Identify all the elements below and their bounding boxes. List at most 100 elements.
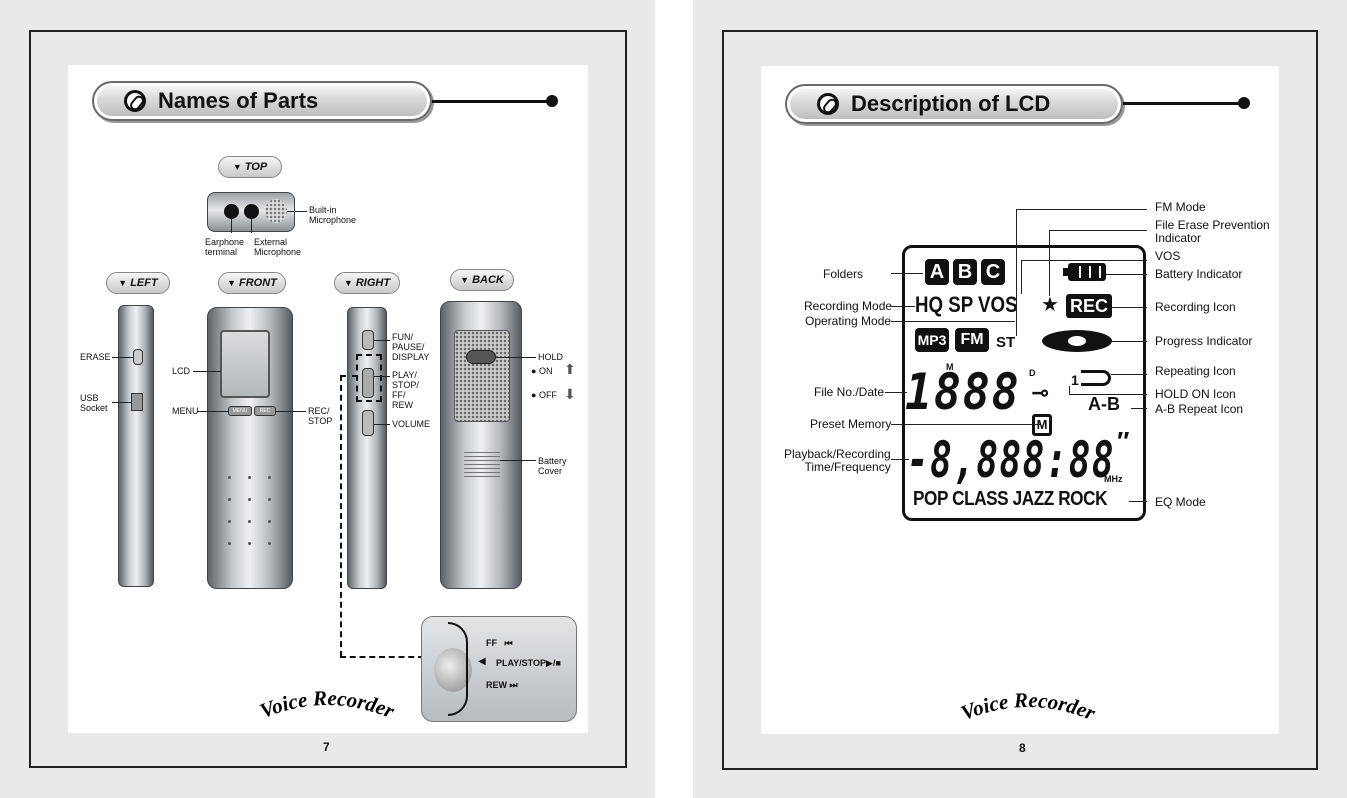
leader-vos-h <box>1021 260 1147 261</box>
ext-mic-label: External Microphone <box>254 237 302 257</box>
volume-rocker-shape <box>362 410 374 436</box>
down-arrow-icon: ▼ <box>118 278 128 288</box>
usb-label: USB Socket <box>80 393 108 413</box>
mic-jack-icon <box>244 204 259 219</box>
battery-cover-vent <box>464 452 500 478</box>
leader-battery <box>500 460 536 461</box>
leader-rec-stop <box>276 411 306 412</box>
leader-lcd <box>193 371 221 372</box>
rec-stop-label: REC/ STOP <box>308 406 333 426</box>
voice-recorder-script-text: Voice Recorder <box>957 688 1099 726</box>
leader-usb <box>112 402 132 403</box>
view-tag-right: ▼RIGHT <box>334 272 400 294</box>
rec-icon: REC <box>1066 294 1112 318</box>
fun-label: FUN/ PAUSE/ DISPLAY <box>392 332 430 362</box>
callout-fm-mode: FM Mode <box>1155 200 1206 214</box>
leader-battery <box>1106 274 1147 275</box>
leader-file-no <box>885 392 907 393</box>
folder-b-icon: B <box>953 259 977 285</box>
erase-label: ERASE <box>80 352 111 362</box>
view-tag-front: ▼FRONT <box>218 272 286 294</box>
repeat-one-label: 1 <box>1071 372 1079 388</box>
leader-file-erase-h <box>1049 230 1147 231</box>
leader-progress <box>1112 341 1147 342</box>
callout-hold-on: HOLD ON Icon <box>1155 387 1236 401</box>
page-gap <box>655 0 693 798</box>
leader-ab <box>1131 408 1147 409</box>
earphone-label: Earphone terminal <box>205 237 245 257</box>
right-page-title-text: Description of LCD <box>851 91 1051 116</box>
leader-playback <box>891 459 909 460</box>
callout-preset: Preset Memory <box>810 417 892 431</box>
callout-repeating: Repeating Icon <box>1155 364 1236 378</box>
view-tag-left-label: LEFT <box>130 277 158 289</box>
callout-dashed-box <box>356 354 382 402</box>
leader-earphone <box>231 219 232 233</box>
ab-repeat-text: A-B <box>1088 394 1120 414</box>
leader-rec-icon <box>1112 307 1147 308</box>
on-label: ● ON <box>531 366 553 376</box>
off-label: ● OFF <box>531 390 557 400</box>
brand-logo-icon <box>124 90 146 112</box>
voice-recorder-script-path: Voice Recorder <box>957 688 1099 726</box>
leader-erase <box>112 357 134 358</box>
view-tag-front-label: FRONT <box>239 277 277 289</box>
callout-eq-mode: EQ Mode <box>1155 495 1206 509</box>
title-rule-dot <box>546 95 558 107</box>
callout-rec-mode: Recording Mode <box>804 299 893 313</box>
folder-c-icon: C <box>981 259 1005 285</box>
back-grille <box>454 330 510 422</box>
callout-route-vertical <box>340 375 342 657</box>
title-rule <box>432 100 550 103</box>
left-side-device <box>118 305 154 587</box>
left-page-title: Names of Parts <box>92 81 432 121</box>
play-label: PLAY/ STOP/ FF/ REW <box>392 370 419 410</box>
callout-ab-repeat: A-B Repeat Icon <box>1155 402 1244 416</box>
leader-hold-on-v <box>1069 386 1070 394</box>
progress-indicator-hole <box>1068 336 1086 346</box>
leader-repeat <box>1111 374 1147 375</box>
skip-back-icon: ⏮ <box>504 638 513 648</box>
menu-label: MENU <box>172 406 199 416</box>
time-digits: -8,888:88 <box>907 431 1116 489</box>
view-tag-left: ▼LEFT <box>106 272 170 294</box>
rew-label: REW ⏭ <box>486 680 518 691</box>
callout-progress: Progress Indicator <box>1155 334 1253 348</box>
battery-tip <box>1063 268 1068 276</box>
earphone-jack-icon <box>224 204 239 219</box>
on-label-text: ON <box>538 366 553 376</box>
voice-recorder-script: Voice Recorder <box>957 688 1099 726</box>
mode-text: HQ SP VOS <box>915 292 1018 317</box>
leader-fm-mode-h <box>1016 209 1147 210</box>
off-label-text: OFF <box>538 390 557 400</box>
leader-folders <box>891 273 923 274</box>
callout-op-mode: Operating Mode <box>805 314 892 328</box>
leader-play <box>374 376 390 377</box>
erase-button-shape <box>133 349 143 365</box>
view-tag-right-label: RIGHT <box>355 277 391 289</box>
title-rule-dot <box>1238 97 1250 109</box>
voice-recorder-script-text: Voice Recorder <box>256 686 398 724</box>
callout-route-top <box>340 375 358 377</box>
view-tag-top: ▼TOP <box>218 156 282 178</box>
rec-button-shape: REC <box>254 406 276 416</box>
menu-button-shape: MENU <box>228 406 252 416</box>
down-arrow-icon: ▼ <box>232 162 242 172</box>
repeat-icon <box>1081 370 1111 386</box>
leader-file-erase-v <box>1049 230 1050 296</box>
up-arrow-icon: ⬆ <box>564 361 576 377</box>
battery-indicator-icon <box>1068 263 1106 281</box>
down-arrow-icon: ⬇ <box>564 386 576 402</box>
leader-hold <box>496 357 536 358</box>
ff-label: FF ⏮ <box>486 638 513 649</box>
callout-file-no: File No./Date <box>814 385 885 399</box>
skip-forward-icon: ⏭ <box>509 680 518 690</box>
down-arrow-icon: ▼ <box>227 278 237 288</box>
leader-preset-h <box>891 424 1041 425</box>
callout-vos: VOS <box>1155 249 1181 263</box>
volume-label: VOLUME <box>392 419 431 429</box>
play-stop-label: PLAY/STOP▶/■ <box>496 658 561 668</box>
lcd-label: LCD <box>172 366 191 376</box>
page-number-8: 8 <box>1019 741 1026 755</box>
builtin-mic-label: Built-in Microphone <box>309 205 357 225</box>
